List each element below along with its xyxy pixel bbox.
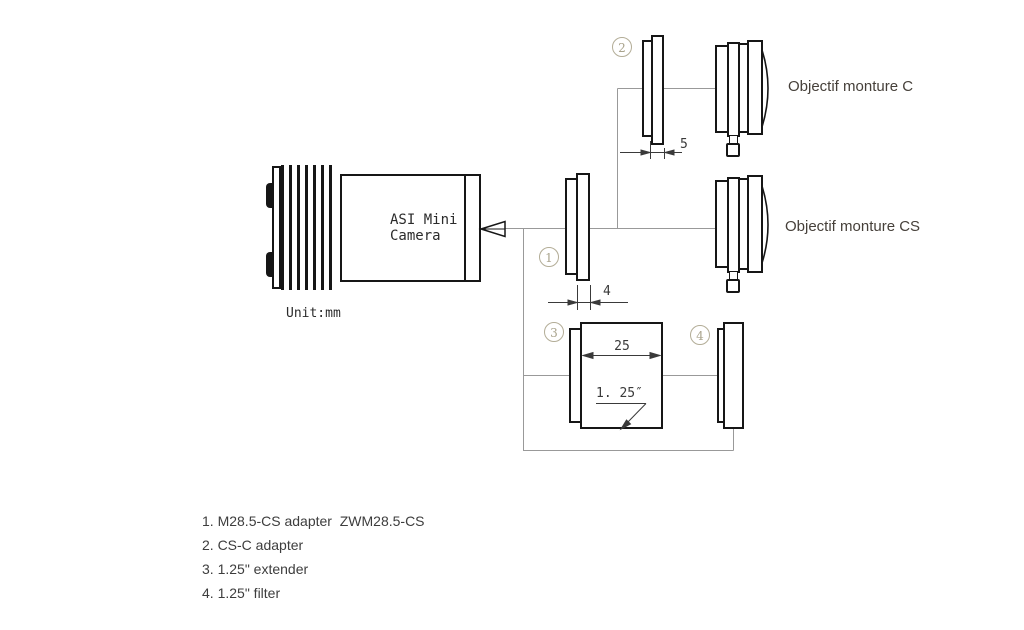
legend-item-4: 4. 1.25" filter <box>202 585 281 601</box>
lens-c-lever-knob <box>726 143 740 157</box>
lens-c-label: Objectif monture C <box>788 78 914 95</box>
callout-2: 2 <box>612 37 632 57</box>
extender-barrel <box>580 322 663 429</box>
legend-item-1: 1. M28.5-CS adapter ZWM28.5-CS <box>202 513 425 529</box>
dim-4-text: 4 <box>603 284 611 299</box>
lens-cs-lever-knob <box>726 279 740 293</box>
legend-item-3: 3. 1.25" extender <box>202 561 309 577</box>
callout-3: 3 <box>544 322 564 342</box>
camera-label-line2: Camera <box>390 228 441 244</box>
camera-label-line1: ASI Mini <box>390 212 458 228</box>
camera-front-cap <box>464 174 481 282</box>
lens-c-front-ring <box>747 40 763 135</box>
heatsink-fins <box>281 165 334 290</box>
lens-cs-front-ring <box>747 175 763 273</box>
heatsink-end-plate <box>272 166 281 289</box>
dim-5-text: 5 <box>680 137 688 152</box>
lens-cs-label: Objectif monture CS <box>785 218 921 235</box>
camera-screw-bump <box>266 252 274 277</box>
dim-4 <box>548 285 628 310</box>
callout-4: 4 <box>690 325 710 345</box>
filter-cell <box>723 322 744 429</box>
legend: 1. M28.5-CS adapter ZWM28.5-CS 2. CS-C a… <box>202 514 425 610</box>
pointer-arrow <box>478 220 506 238</box>
adapter2-ring-large <box>651 35 664 145</box>
legend-item-2: 2. CS-C adapter <box>202 537 304 553</box>
dim-1-25-text: 1. 25″ <box>596 386 643 401</box>
camera-body <box>340 174 466 282</box>
callout-1: 1 <box>539 247 559 267</box>
adapter1-ring-large <box>576 173 590 281</box>
unit-label: Unit:mm <box>286 306 341 321</box>
dim-25-text: 25 <box>614 339 630 354</box>
camera-screw-bump <box>266 183 274 208</box>
